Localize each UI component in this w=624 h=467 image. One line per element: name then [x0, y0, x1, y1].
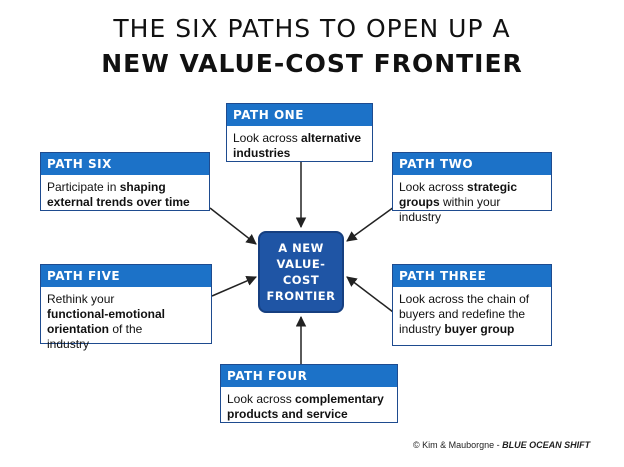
path-three-card: PATH THREE Look across the chain of buye…	[392, 264, 552, 346]
title-line-1: THE SIX PATHS TO OPEN UP A	[113, 14, 511, 43]
arrow-path-six	[209, 207, 257, 245]
center-line-1: A NEW	[278, 241, 324, 255]
path-two-card: PATH TWO Look across strategic groups wi…	[392, 152, 552, 224]
path-five-header: PATH FIVE	[41, 265, 211, 287]
path-four-card: PATH FOUR Look across complementary prod…	[220, 364, 398, 423]
path-three-text: Look across the chain of buyers and rede…	[399, 292, 530, 336]
path-five-text: Rethink your functional-emotional orient…	[47, 292, 165, 351]
path-four-text: Look across complementary products and s…	[227, 392, 384, 421]
path-three-header: PATH THREE	[393, 265, 551, 287]
path-five-card: PATH FIVE Rethink your functional-emotio…	[40, 264, 212, 351]
arrow-path-two	[346, 206, 395, 242]
path-six-text: Participate in shaping external trends o…	[47, 180, 190, 209]
copyright-credit: © Kim & Mauborgne - BLUE OCEAN SHIFT	[413, 440, 591, 450]
path-one-text: Look across alternative industries	[233, 131, 362, 160]
path-two-header: PATH TWO	[393, 153, 551, 175]
path-one-header: PATH ONE	[227, 104, 372, 126]
path-six-card: PATH SIX Participate in shaping external…	[40, 152, 210, 211]
arrow-path-five	[211, 275, 257, 297]
title-line-2: NEW VALUE-COST FRONTIER	[101, 49, 523, 78]
arrow-path-three	[346, 276, 394, 313]
center-frontier-box: A NEW VALUE-COST FRONTIER	[258, 231, 344, 313]
center-line-2: VALUE-COST	[276, 257, 326, 287]
path-four-header: PATH FOUR	[221, 365, 397, 387]
path-six-header: PATH SIX	[41, 153, 209, 175]
center-line-3: FRONTIER	[266, 289, 336, 303]
path-two-text: Look across strategic groups within your…	[399, 180, 518, 224]
path-one-card: PATH ONE Look across alternative industr…	[226, 103, 373, 162]
